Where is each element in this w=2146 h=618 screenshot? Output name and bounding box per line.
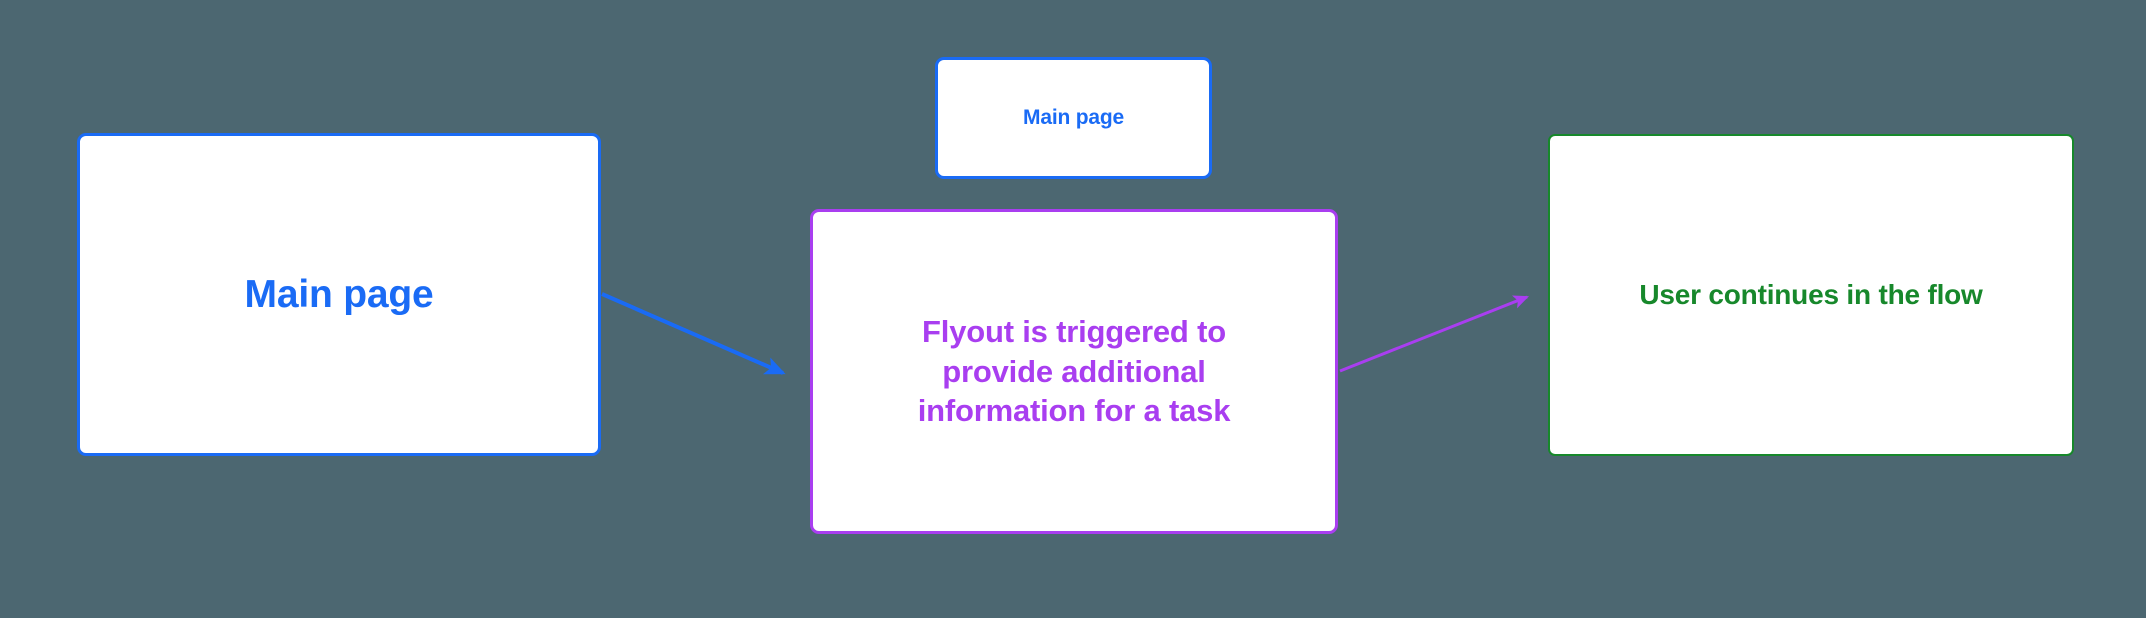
node-main-page-small-label: Main page: [1023, 106, 1124, 130]
connector-main-page-to-flyout: [601, 292, 786, 375]
node-flyout[interactable]: Flyout is triggered to provide additiona…: [810, 209, 1338, 534]
node-main-page-large-label: Main page: [244, 272, 434, 316]
node-flyout-label: Flyout is triggered to provide additiona…: [917, 313, 1231, 429]
node-main-page-small[interactable]: Main page: [935, 57, 1212, 179]
node-user-continues-label: User continues in the flow: [1639, 278, 1983, 310]
node-main-page-large[interactable]: Main page: [77, 133, 601, 456]
connector-flyout-to-user-continues: [1339, 295, 1530, 373]
node-user-continues[interactable]: User continues in the flow: [1548, 134, 2074, 456]
